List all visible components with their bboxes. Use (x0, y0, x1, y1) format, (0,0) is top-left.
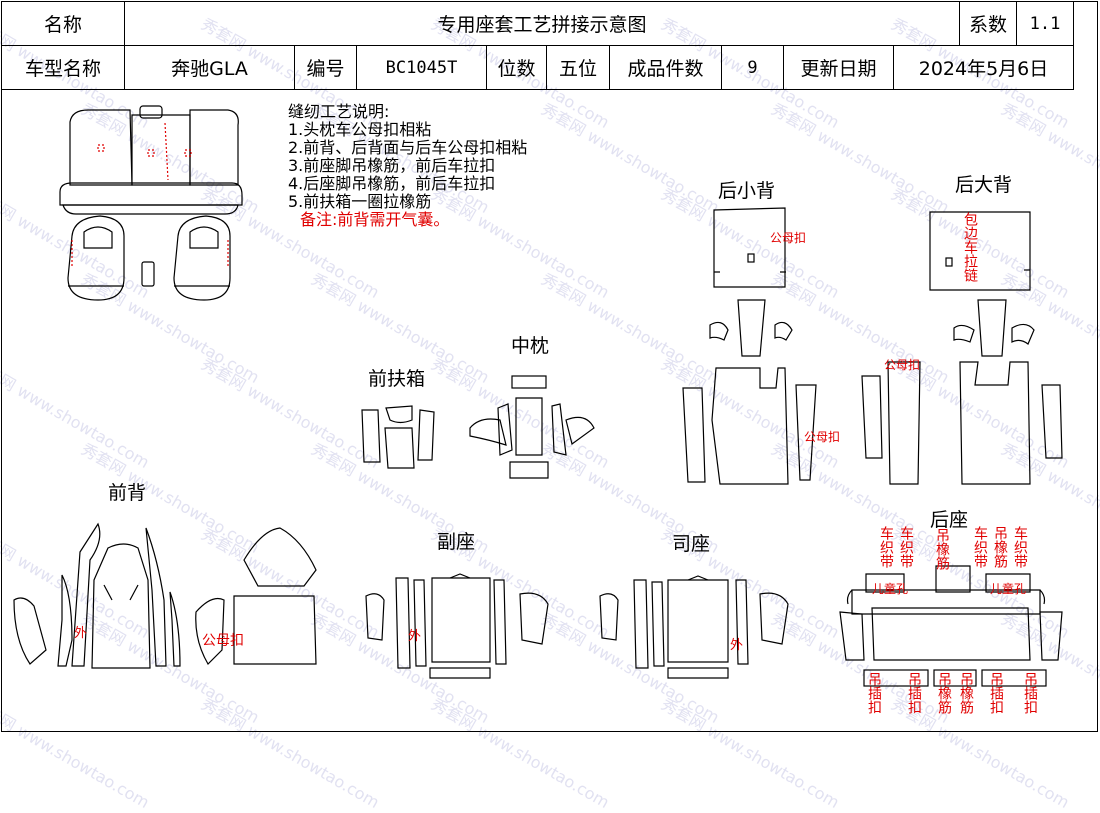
tag-snap-front-back: 公母扣 (202, 633, 244, 649)
rear-seat-patterns (839, 565, 1063, 687)
tag-snap-rear-small-back: 公母扣 (770, 231, 807, 245)
sheet-title: 专用座套工艺拼接示意图 (124, 1, 960, 46)
sewing-notes: 缝纫工艺说明: 1.头枕车公母扣相粘 2.前背、后背面与后车公母扣相粘 3.前座… (288, 103, 527, 229)
front-armrest-patterns (361, 405, 435, 469)
tag-rubber-1: 吊橡筋 (934, 528, 950, 570)
date-label: 更新日期 (783, 45, 894, 90)
tag-rubber-4: 吊橡筋 (958, 672, 974, 714)
header-table: 名称 专用座套工艺拼接示意图 系数 1.1 车型名称 奔驰GLA 编号 BC10… (1, 1, 1074, 90)
notes-heading: 缝纫工艺说明: (288, 102, 390, 121)
code-value: BC1045T (356, 45, 487, 90)
note-item-4: 4.后座脚吊橡筋，前后车拉扣 (288, 174, 496, 193)
rear-big-back-patterns (861, 211, 1063, 485)
tag-outer-front-back: 外 (74, 626, 88, 641)
tag-hang-insert-3: 吊插扣 (988, 672, 1004, 714)
rear-bench-overview (59, 105, 243, 215)
rear-small-back-patterns (682, 207, 817, 485)
label-rear-seat: 后座 (930, 509, 969, 531)
label-front-armrest: 前扶箱 (368, 368, 426, 390)
tag-child-hole-1: 儿童孔 (872, 582, 909, 596)
count-label: 成品件数 (609, 45, 722, 90)
count-value: 9 (721, 45, 784, 90)
label-rear-big-back: 后大背 (955, 174, 1013, 196)
tag-hang-insert-4: 吊插扣 (1022, 672, 1038, 714)
label-passenger-seat: 副座 (437, 531, 476, 553)
label-middle-headrest: 中枕 (511, 335, 550, 357)
label-rear-small-back: 后小背 (718, 180, 776, 202)
tag-outer-driver: 外 (730, 638, 744, 653)
tag-hang-insert-2: 吊插扣 (906, 672, 922, 714)
label-front-back: 前背 (108, 482, 147, 504)
date-value: 2024年5月6日 (893, 45, 1074, 90)
tag-rubber-3: 吊橡筋 (936, 672, 952, 714)
tag-webbing-3: 车织带 (972, 526, 988, 568)
series-value: 1.1 (1016, 1, 1074, 46)
notes-remark: 备注:前背需开气囊。 (300, 210, 450, 229)
pattern-drawing (13, 105, 1063, 687)
tag-snap-rear-big: 公母扣 (884, 358, 921, 372)
tag-hang-insert-1: 吊插扣 (866, 672, 882, 714)
note-item-3: 3.前座脚吊橡筋，前后车拉扣 (288, 156, 496, 175)
note-item-1: 1.头枕车公母扣相粘 (288, 120, 432, 139)
note-item-5: 5.前扶箱一圈拉橡筋 (288, 192, 432, 211)
front-back-patterns (13, 522, 317, 669)
tag-child-hole-2: 儿童孔 (990, 582, 1027, 596)
tag-snap-rear-small-side: 公母扣 (804, 430, 841, 444)
tag-rubber-2: 吊橡筋 (992, 526, 1008, 568)
tag-webbing-4: 车织带 (1012, 526, 1028, 568)
label-driver-seat: 司座 (672, 533, 711, 555)
note-item-2: 2.前背、后背面与后车公母扣相粘 (288, 138, 528, 157)
seat-label: 位数 (486, 45, 547, 90)
seat-value: 五位 (546, 45, 610, 90)
tag-webbing-2: 车织带 (898, 526, 914, 568)
tag-outer-passenger: 外 (408, 629, 422, 644)
driver-seat-patterns (599, 575, 789, 679)
passenger-seat-patterns (365, 573, 549, 679)
middle-headrest-patterns (469, 375, 595, 479)
front-seats-overview (67, 215, 231, 301)
name-label: 名称 (1, 1, 125, 46)
tag-edge-zip: 包边车拉链 (962, 212, 978, 282)
tag-webbing-1: 车织带 (878, 526, 894, 568)
code-label: 编号 (294, 45, 357, 90)
